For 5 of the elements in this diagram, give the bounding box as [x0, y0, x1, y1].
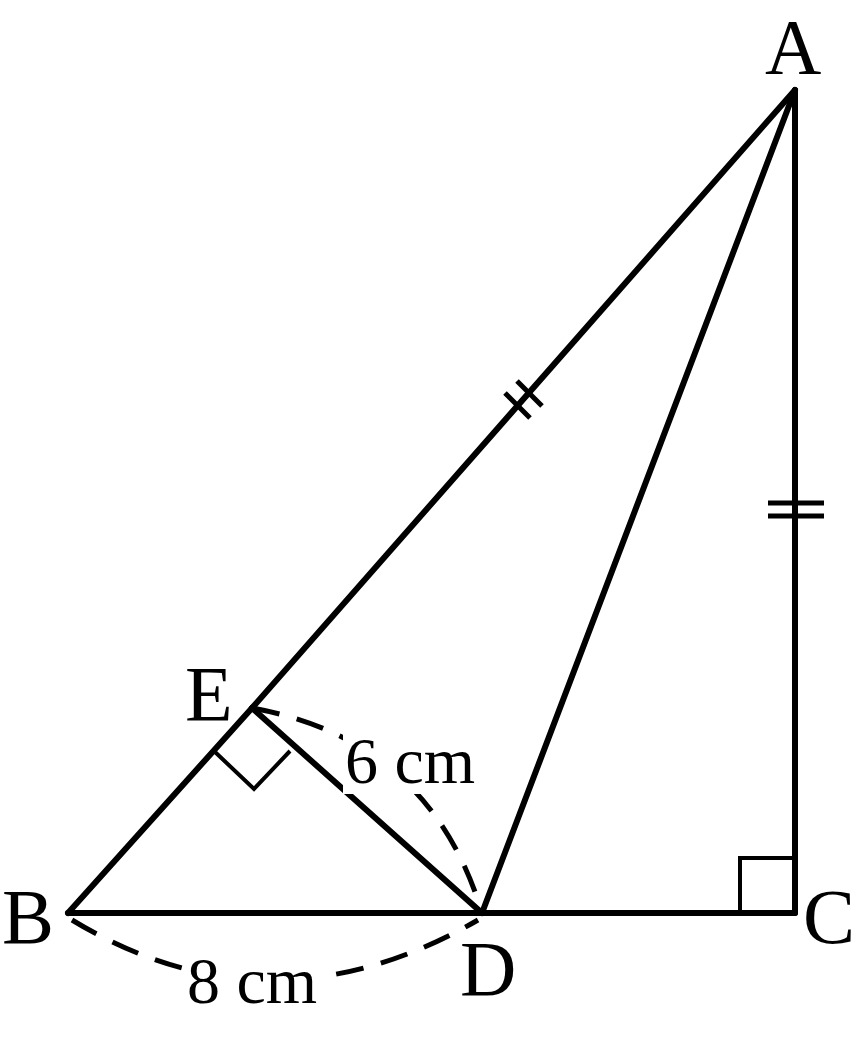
point-label: E — [185, 655, 233, 733]
point-label: D — [460, 930, 517, 1008]
point-label: C — [803, 878, 856, 956]
point-label: B — [2, 878, 55, 956]
point-label: A — [765, 8, 822, 86]
